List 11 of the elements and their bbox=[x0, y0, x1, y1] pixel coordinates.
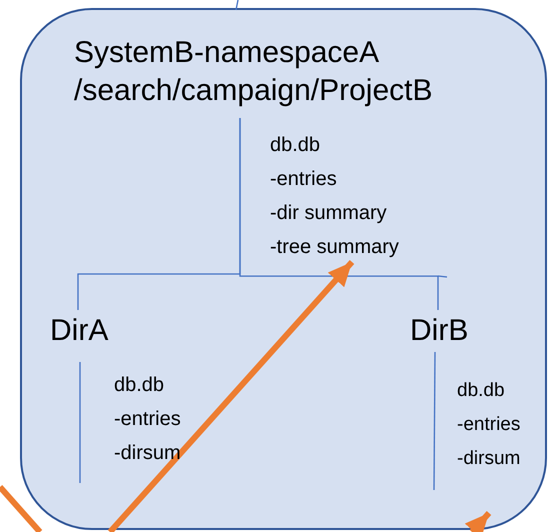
field-list-text: db.db -entries -dir summary -tree summary bbox=[270, 128, 455, 264]
connector-line bbox=[239, 118, 439, 310]
arrow bbox=[108, 260, 354, 532]
field-list-text: db.db -entries -dirsum bbox=[114, 368, 224, 472]
directory-label: DirA bbox=[50, 312, 120, 352]
arrow bbox=[464, 511, 492, 532]
connector-line bbox=[235, 0, 239, 10]
path-title: SystemB-namespaceA /search/campaign/ProjectB bbox=[74, 34, 514, 120]
rounded-container bbox=[20, 8, 547, 530]
directory-label: DirB bbox=[410, 312, 480, 352]
field-list-text: db.db -entries -dirsum bbox=[457, 374, 545, 478]
